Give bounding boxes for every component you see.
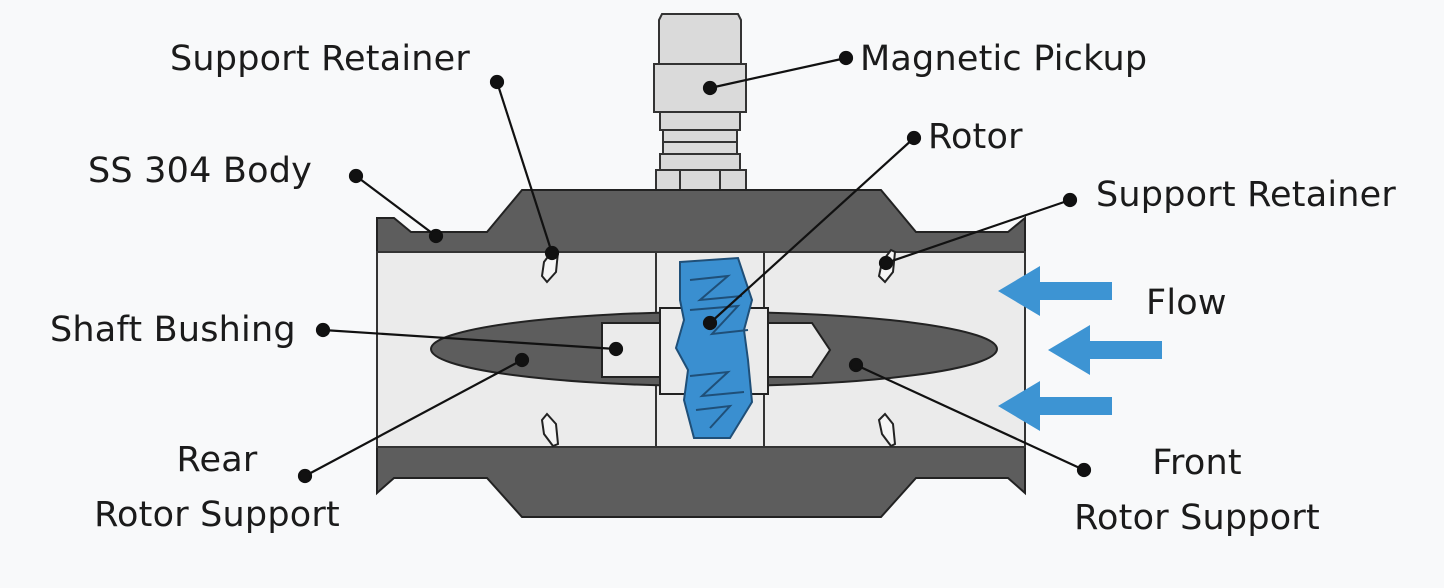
- label-front-line2: Rotor Support: [1074, 498, 1320, 538]
- magnetic-pickup-assembly: [653, 13, 747, 195]
- pickup-stem: [662, 129, 738, 143]
- label-rear-rotor-support: Rear Rotor Support: [86, 443, 348, 533]
- flow-arrow-bottom: [998, 381, 1112, 431]
- flow-arrow-top: [998, 266, 1112, 316]
- label-rear-line1: Rear: [176, 440, 258, 480]
- label-magnetic-pickup: Magnetic Pickup: [860, 39, 1148, 79]
- pickup-stem-2: [662, 141, 738, 155]
- pickup-body: [653, 63, 747, 113]
- label-rotor: Rotor: [928, 117, 1023, 157]
- rotor-blade-body: [674, 256, 754, 439]
- label-rear-line2: Rotor Support: [94, 495, 340, 535]
- flow-arrows: [998, 266, 1162, 431]
- pickup-thread: [659, 153, 741, 171]
- rotor-shape: [674, 256, 754, 439]
- body-bottom-wall: [376, 446, 1026, 518]
- body-top-wall: [376, 189, 1026, 253]
- flow-arrow-middle: [1048, 325, 1162, 375]
- retainer-clip-left-bottom: [540, 412, 560, 448]
- label-ss304-body: SS 304 Body: [88, 151, 313, 191]
- pickup-collar: [659, 111, 741, 131]
- label-flow: Flow: [1146, 283, 1227, 323]
- label-front-line1: Front: [1152, 443, 1242, 483]
- label-support-retainer-left: Support Retainer: [170, 39, 470, 79]
- label-front-rotor-support: Front Rotor Support: [1066, 446, 1328, 536]
- label-support-retainer-right: Support Retainer: [1096, 175, 1396, 215]
- leader-lines: [297, 50, 1092, 484]
- label-shaft-bushing: Shaft Bushing: [50, 310, 296, 350]
- pickup-cap: [658, 13, 742, 65]
- retainer-clip-right-bottom: [877, 412, 897, 448]
- ss304-body-shape: [376, 189, 1026, 518]
